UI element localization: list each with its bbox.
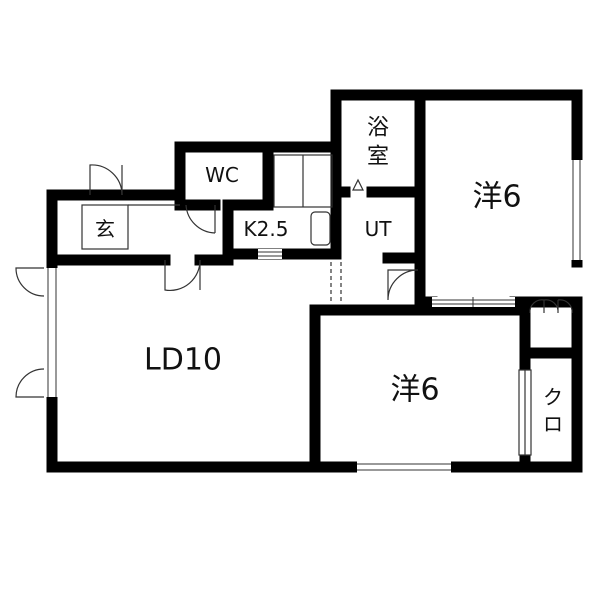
- room-label-kitchen: K2.5: [244, 217, 289, 241]
- wall-ut-bottom: [382, 252, 426, 308]
- labels: LD10 洋6 洋6 K2.5 WC UT 浴 室 玄 ク ロ: [95, 116, 563, 437]
- room-label-western-1: 洋6: [472, 180, 521, 215]
- wall-wc-bottom: [174, 189, 221, 211]
- door-ut: [387, 269, 419, 301]
- ut-marker-icon: [352, 178, 364, 191]
- door-ld-left-lower: [15, 368, 45, 398]
- fixtures: [81, 154, 364, 250]
- doors: [15, 164, 573, 456]
- room-label-ut: UT: [365, 217, 393, 241]
- room-label-wc: WC: [205, 163, 239, 187]
- door-wc: [185, 204, 216, 234]
- door-entrance: [89, 164, 123, 196]
- door-closet: [529, 299, 573, 314]
- wall-bath-ut: [330, 89, 351, 260]
- walls: [46, 89, 583, 473]
- windows: [44, 160, 584, 473]
- room-label-western-2: 洋6: [390, 373, 439, 408]
- room-label-closet-line2: ロ: [543, 412, 563, 436]
- room-label-entrance: 玄: [95, 217, 115, 241]
- sink-icon: [310, 211, 331, 246]
- room-label-closet-line1: ク: [543, 385, 563, 409]
- door-ld-left-upper: [15, 267, 45, 297]
- entrance-step: [81, 204, 129, 250]
- door-ld-top: [164, 259, 201, 292]
- room-label-ld: LD10: [144, 343, 222, 378]
- room-label-bath-line2: 室: [367, 145, 389, 170]
- room-label-bath-line1: 浴: [367, 116, 389, 141]
